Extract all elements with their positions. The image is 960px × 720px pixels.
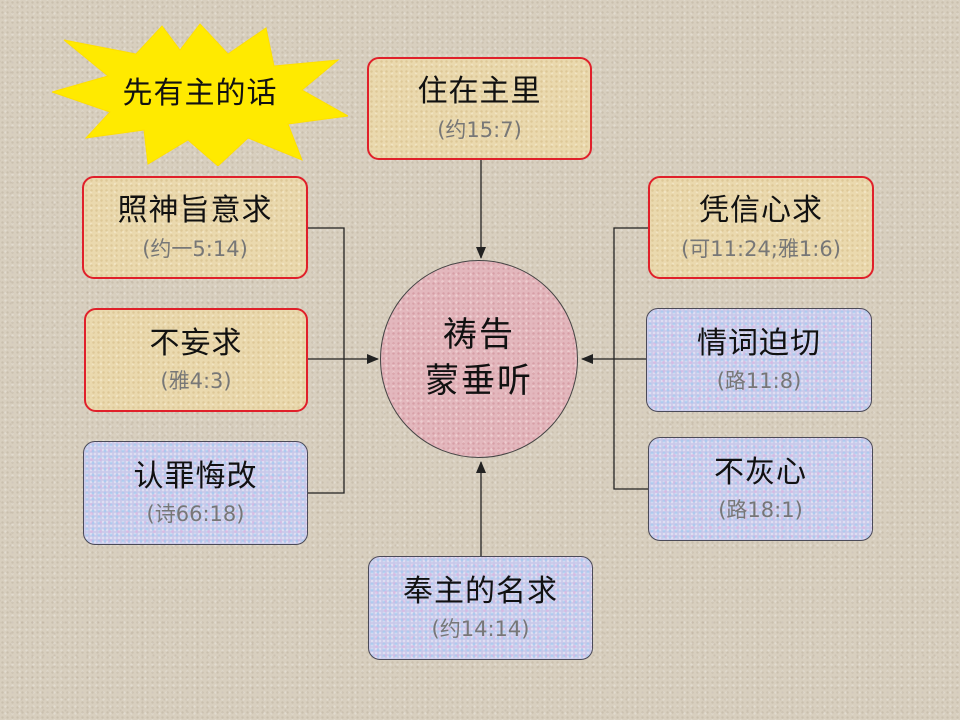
node-title: 不灰心 xyxy=(714,454,807,490)
node-reference: (约一5:14) xyxy=(142,236,248,261)
node-title: 凭信心求 xyxy=(699,193,823,229)
center-line-2: 蒙垂听 xyxy=(425,361,533,401)
node-not-lose-heart: 不灰心 (路18:1) xyxy=(648,437,873,541)
node-title: 照神旨意求 xyxy=(117,193,273,229)
node-ask-in-lords-name: 奉主的名求 (约14:14) xyxy=(368,556,593,660)
node-reference: (可11:24;雅1:6) xyxy=(681,236,841,261)
node-earnest-words: 情词迫切 (路11:8) xyxy=(646,308,872,412)
center-line-1: 祷告 xyxy=(443,315,515,356)
connector-right-bracket xyxy=(613,227,648,490)
node-ask-in-faith: 凭信心求 (可11:24;雅1:6) xyxy=(648,176,874,279)
node-title: 情词迫切 xyxy=(697,325,821,361)
starburst-polygon xyxy=(52,23,348,166)
node-reference: (雅4:3) xyxy=(160,369,232,394)
node-no-wrong-asking: 不妄求 (雅4:3) xyxy=(84,308,308,412)
node-title: 不妄求 xyxy=(149,325,243,361)
center-node-prayer-answered: 祷告 蒙垂听 xyxy=(380,260,578,458)
connector-left-bracket xyxy=(308,227,345,494)
node-ask-by-gods-will: 照神旨意求 (约一5:14) xyxy=(82,176,308,279)
node-title: 认罪悔改 xyxy=(133,458,258,494)
starburst-shape xyxy=(52,23,348,166)
node-reference: (路11:8) xyxy=(716,369,802,394)
node-abide-in-lord: 住在主里 (约15:7) xyxy=(367,57,592,160)
node-confess-repent: 认罪悔改 (诗66:18) xyxy=(83,441,308,545)
node-reference: (诗66:18) xyxy=(146,502,245,527)
node-title: 住在主里 xyxy=(417,74,542,110)
node-reference: (约15:7) xyxy=(437,117,522,142)
starburst-label: 先有主的话 xyxy=(122,76,278,111)
node-reference: (约14:14) xyxy=(431,617,530,642)
node-title: 奉主的名求 xyxy=(403,573,558,609)
node-reference: (路18:1) xyxy=(718,498,803,523)
